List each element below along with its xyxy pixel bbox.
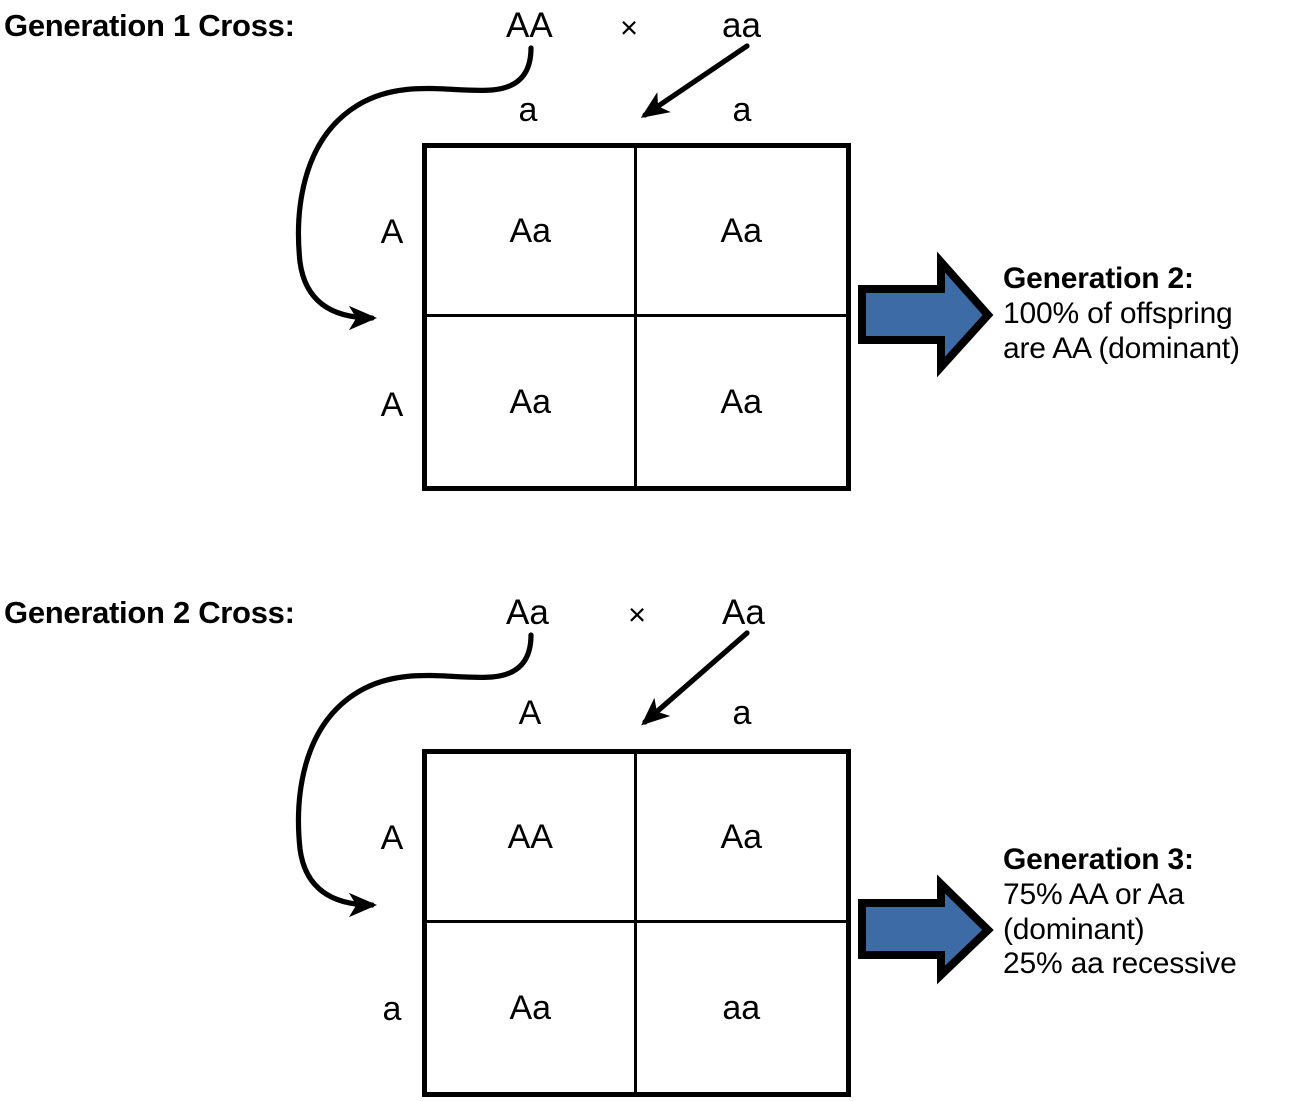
- result-block-generation-2: Generation 2: 100% of offspring are AA (…: [1003, 262, 1309, 366]
- section-title-generation-2-cross: Generation 2 Cross:: [4, 595, 295, 630]
- row-header-allele-gen2-1: a: [382, 990, 402, 1028]
- row-header-allele-gen2-0: A: [380, 819, 404, 857]
- result-line-generation-2-1: are AA (dominant): [1003, 331, 1240, 365]
- punnett-cell-gen2-r1c1: aa: [636, 923, 846, 1092]
- column-header-allele-gen2-1: a: [732, 694, 752, 732]
- row-header-allele-gen1-1: A: [380, 386, 404, 424]
- parent-genotype-right-gen1: aa: [722, 6, 761, 45]
- punnett-cell-gen1-r0c1: Aa: [636, 148, 846, 317]
- punnett-cell-gen1-r0c0: Aa: [427, 148, 637, 317]
- column-header-allele-gen1-1: a: [732, 91, 752, 129]
- parent-genotype-right-gen2: Aa: [722, 593, 765, 632]
- punnett-cell-gen2-r0c1: Aa: [636, 754, 846, 923]
- punnett-square-gen2: AA Aa Aa aa: [422, 749, 851, 1097]
- section-title-generation-1-cross: Generation 1 Cross:: [4, 8, 295, 43]
- row-header-allele-gen1-0: A: [380, 213, 404, 251]
- result-line-generation-2-0: 100% of offspring: [1003, 296, 1233, 330]
- punnett-square-gen1: Aa Aa Aa Aa: [422, 143, 851, 491]
- result-title-generation-3: Generation 3:: [1003, 843, 1194, 876]
- column-header-allele-gen2-0: A: [518, 694, 542, 732]
- result-line-generation-3-0: 75% AA or Aa: [1003, 877, 1185, 911]
- column-header-allele-gen1-0: a: [518, 91, 538, 129]
- block-arrow-right-icon-gen1: [858, 251, 994, 378]
- result-line-generation-3-1: (dominant): [1003, 912, 1145, 946]
- cross-symbol-gen2: ×: [628, 597, 647, 632]
- block-arrow-right-icon-gen2: [858, 874, 994, 985]
- punnett-cell-gen2-r1c0: Aa: [427, 923, 637, 1092]
- parent-genotype-left-gen1: AA: [506, 6, 553, 45]
- punnett-cell-gen2-r0c0: AA: [427, 754, 637, 923]
- punnett-cell-gen1-r1c0: Aa: [427, 317, 637, 486]
- parent-genotype-left-gen2: Aa: [506, 593, 549, 632]
- result-title-generation-2: Generation 2:: [1003, 262, 1194, 295]
- punnett-cell-gen1-r1c1: Aa: [636, 317, 846, 486]
- result-line-generation-3-2: 25% aa recessive: [1003, 947, 1237, 981]
- cross-symbol-gen1: ×: [620, 10, 639, 45]
- result-block-generation-3: Generation 3: 75% AA or Aa (dominant) 25…: [1003, 843, 1309, 982]
